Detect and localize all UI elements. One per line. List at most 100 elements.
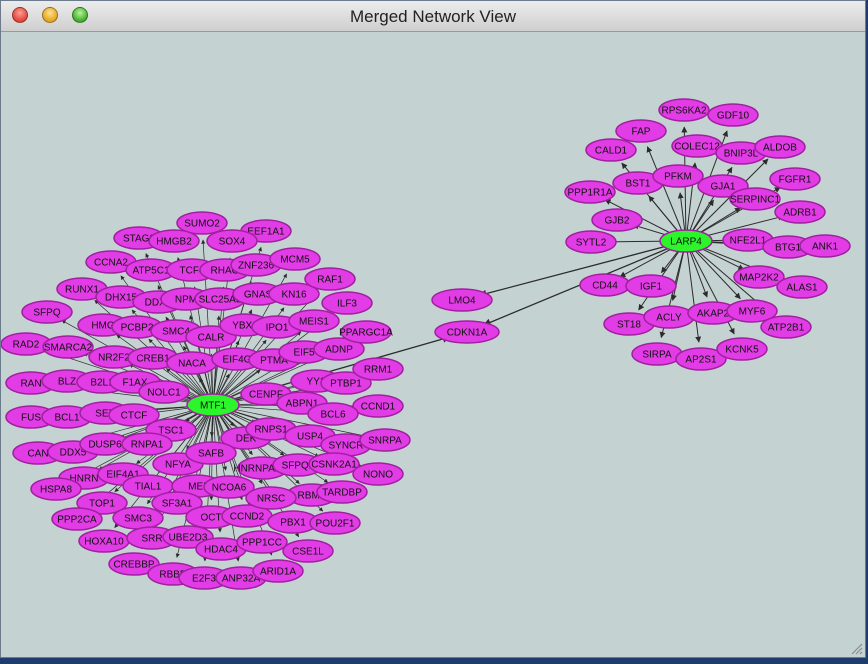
node-smarca2[interactable]: SMARCA2 [42,335,94,359]
node-snrpa[interactable]: SNRPA [359,428,411,452]
node-map2k2[interactable]: MAP2K2 [733,265,785,289]
close-button-icon[interactable] [12,7,28,23]
node-bcl6[interactable]: BCL6 [307,402,359,426]
node-nrsc[interactable]: NRSC [245,486,297,510]
node-label: MTF1 [200,401,227,412]
hub-node-larp4[interactable]: LARP4 [659,229,713,253]
node-cald1[interactable]: CALD1 [585,138,637,162]
node-shape [776,275,828,299]
node-label: TOP1 [89,499,115,510]
node-ncoa6[interactable]: NCOA6 [203,475,255,499]
node-label: ILF3 [337,299,357,310]
node-hmgb2[interactable]: HMGB2 [148,229,200,253]
node-gjb2[interactable]: GJB2 [591,208,643,232]
node-sirpa[interactable]: SIRPA [631,342,683,366]
node-atp5c1[interactable]: ATP5C1 [125,258,177,282]
node-smc3[interactable]: SMC3 [112,506,164,530]
node-ap2s1[interactable]: AP2S1 [675,347,727,371]
node-tardbp[interactable]: TARDBP [316,480,368,504]
node-label: SET [95,409,114,420]
node-label: PTMA [260,356,288,367]
node-label: GJA1 [710,182,735,193]
node-aldob[interactable]: ALDOB [754,135,806,159]
node-label: CSNK2A1 [311,460,357,471]
node-ptbp1[interactable]: PTBP1 [320,371,372,395]
zoom-button-icon[interactable] [72,7,88,23]
node-label: SF3A1 [162,499,193,510]
node-acly[interactable]: ACLY [643,305,695,329]
node-rrm1[interactable]: RRM1 [352,357,404,381]
node-sfpq[interactable]: SFPQ [21,300,73,324]
node-fap[interactable]: FAP [615,119,667,143]
node-ctcf[interactable]: CTCF [108,403,160,427]
node-meis1[interactable]: MEIS1 [288,309,340,333]
node-ppargc1a[interactable]: PPARGC1A [339,320,393,344]
node-adrb1[interactable]: ADRB1 [774,200,826,224]
node-gdf10[interactable]: GDF10 [707,103,759,127]
node-dusp6[interactable]: DUSP6 [79,432,131,456]
node-igf1[interactable]: IGF1 [625,274,677,298]
minimize-button-icon[interactable] [42,7,58,23]
node-kn16[interactable]: KN16 [268,282,320,306]
node-label: NOLC1 [147,388,181,399]
node-cse1l[interactable]: CSE1L [282,539,334,563]
node-label: IPO1 [266,323,289,334]
node-label: AKAP2 [697,309,730,320]
node-sox4[interactable]: SOX4 [206,229,258,253]
node-csnk2a1[interactable]: CSNK2A1 [308,452,360,476]
node-ppp2ca[interactable]: PPP2CA [51,507,103,531]
node-atp2b1[interactable]: ATP2B1 [760,315,812,339]
node-label: UBE2D3 [169,533,208,544]
node-sf3a1[interactable]: SF3A1 [151,491,203,515]
node-shape [615,119,667,143]
node-pfkm[interactable]: PFKM [652,164,704,188]
node-ppp1cc[interactable]: PPP1CC [236,530,288,554]
node-label: TCF4 [180,266,205,277]
node-mcm5[interactable]: MCM5 [269,247,321,271]
node-label: TSC1 [158,426,184,437]
node-nono[interactable]: NONO [352,462,404,486]
node-label: PFKM [664,172,692,183]
node-fgfr1[interactable]: FGFR1 [769,167,821,191]
node-cd44[interactable]: CD44 [579,273,631,297]
node-shape [799,234,851,258]
node-kcnk5[interactable]: KCNK5 [716,337,768,361]
node-label: GJB2 [604,216,629,227]
title-bar[interactable]: Merged Network View [1,1,865,32]
node-nolc1[interactable]: NOLC1 [138,380,190,404]
node-naca[interactable]: NACA [166,351,218,375]
node-label: TIAL1 [135,482,162,493]
node-safb[interactable]: SAFB [185,441,237,465]
node-rnpa1[interactable]: RNPA1 [121,432,173,456]
node-ilf3[interactable]: ILF3 [321,291,373,315]
node-sytl2[interactable]: SYTL2 [565,230,617,254]
hub-node-mtf1[interactable]: MTF1 [186,393,240,417]
node-colec12[interactable]: COLEC12 [671,134,723,158]
node-label: CAN [27,449,48,460]
node-alas1[interactable]: ALAS1 [776,275,828,299]
node-raf1[interactable]: RAF1 [304,267,356,291]
resize-grip-icon[interactable] [849,641,863,655]
node-adnp[interactable]: ADNP [313,337,365,361]
node-ank1[interactable]: ANK1 [799,234,851,258]
node-bnip3l[interactable]: BNIP3L [715,141,767,165]
node-ppp1r1a[interactable]: PPP1R1A [564,180,616,204]
node-arid1a[interactable]: ARID1A [252,559,304,583]
node-ccnd1[interactable]: CCND1 [352,394,404,418]
node-myf6[interactable]: MYF6 [726,299,778,323]
node-cdkn1a[interactable]: CDKN1A [434,320,500,344]
node-serpinc1[interactable]: SERPINC1 [729,187,781,211]
node-label: AP2S1 [685,355,717,366]
edge [116,334,214,406]
node-lmo4[interactable]: LMO4 [431,288,493,312]
node-rps6ka2[interactable]: RPS6KA2 [658,98,710,122]
node-crebbp[interactable]: CREBBP [108,552,160,576]
node-hspa8[interactable]: HSPA8 [30,477,82,501]
node-top1[interactable]: TOP1 [76,491,128,515]
node-label: PPP1CC [242,538,282,549]
node-hoxa10[interactable]: HOXA10 [78,529,130,553]
node-sumo2[interactable]: SUMO2 [176,211,228,235]
node-pou2f1[interactable]: POU2F1 [309,511,361,535]
